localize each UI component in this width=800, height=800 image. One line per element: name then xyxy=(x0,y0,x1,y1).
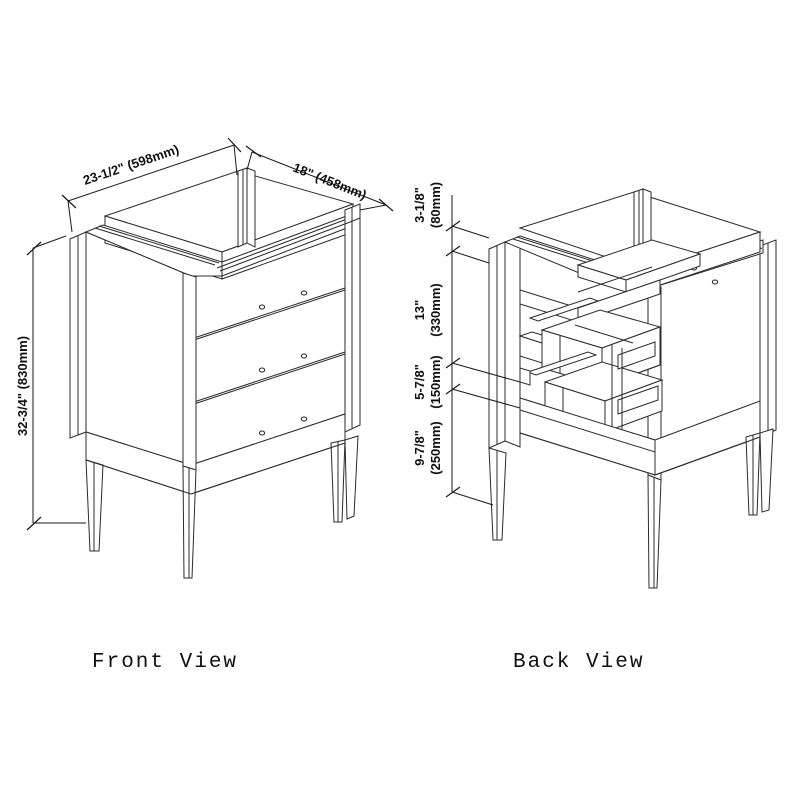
dim-stack-ext-2 xyxy=(451,250,490,264)
front-leg-front-right-side xyxy=(344,435,359,520)
dim-stack-4-imperial: 9-7/8" xyxy=(412,430,427,466)
dim-width-line xyxy=(67,144,235,202)
back-view-group xyxy=(488,188,777,589)
back-view-caption: Back View xyxy=(513,651,644,674)
back-panel-hole-lower xyxy=(711,279,719,285)
dim-width-ext-right xyxy=(233,144,238,176)
dim-stack-ext-4 xyxy=(451,388,521,409)
back-leg-right-side xyxy=(759,428,774,513)
dim-width-tick-left xyxy=(61,194,77,209)
front-drawer2-hole-left xyxy=(258,367,266,373)
back-apron-bottom-right xyxy=(654,436,761,476)
front-top-rail-line-1 xyxy=(94,227,216,266)
back-view-dimension-stack: 3-1/8" (80mm) 13" (330mm) 5-7/8" (150mm)… xyxy=(412,182,521,506)
front-drawer-divider-1 xyxy=(190,287,346,340)
dim-stack-3-imperial: 5-7/8" xyxy=(412,364,427,400)
back-rail-line-a xyxy=(577,266,653,293)
dim-stack-3-metric: (150mm) xyxy=(428,355,443,408)
dim-stack-2-metric: (330mm) xyxy=(428,283,443,336)
front-view-group xyxy=(69,167,361,579)
dim-height-ext-top xyxy=(32,235,67,249)
dim-depth-line xyxy=(251,151,387,206)
back-drawer2-rail-left xyxy=(519,367,531,386)
front-drawer-divider-1b xyxy=(190,289,346,342)
front-view-caption: Front View xyxy=(92,651,238,674)
dim-stack-ext-5 xyxy=(451,491,494,506)
dim-depth-ext-left xyxy=(246,151,253,171)
dim-height-tick-top xyxy=(26,241,42,256)
front-drawer3-hole-right xyxy=(300,416,308,422)
dim-depth-tick-left xyxy=(245,145,262,158)
dim-stack-1-imperial: 3-1/8" xyxy=(412,187,427,223)
dim-stack-ext-1 xyxy=(451,225,490,239)
front-top-rail-line-4 xyxy=(219,221,351,272)
dim-height-label: 32-3/4" (830mm) xyxy=(15,336,30,436)
front-drawer1-hole-right xyxy=(300,290,308,296)
front-left-corner-post xyxy=(182,272,197,471)
front-top-rail-line-3 xyxy=(216,218,348,269)
dim-stack-4-metric: (250mm) xyxy=(428,421,443,474)
front-drawer2-hole-right xyxy=(300,353,308,359)
front-apron-bottom-front xyxy=(190,442,346,495)
back-slide-rail-lower-right xyxy=(617,385,659,415)
back-drawer1-rail-top xyxy=(528,297,600,322)
dim-stack-1-metric: (80mm) xyxy=(428,182,443,228)
back-bottom-cross-rail xyxy=(519,397,656,453)
dim-width-ext-left xyxy=(67,200,73,233)
back-inner-shelf-side xyxy=(625,253,701,293)
back-left-panel-edge xyxy=(504,241,521,448)
dim-stack-2-imperial: 13" xyxy=(412,300,427,321)
dim-depth-ext-right xyxy=(359,204,387,211)
dim-stack-ext-3 xyxy=(451,362,521,383)
front-drawer1-hole-left xyxy=(258,304,266,310)
front-drawer-divider-2 xyxy=(190,351,346,404)
back-drawer1-handle-top xyxy=(518,331,543,344)
back-drawer1-edge-b xyxy=(574,324,634,344)
back-slide-rail-upper-right xyxy=(617,341,656,370)
front-center-stile-side xyxy=(246,167,256,248)
back-drawer2-rail-top xyxy=(526,351,598,376)
dim-width-label: 23-1/2" (598mm) xyxy=(81,142,181,188)
front-apron-bottom-left xyxy=(85,459,192,495)
front-top-rail-line-2 xyxy=(98,225,220,264)
front-drawer3-hole-left xyxy=(258,430,266,436)
back-apron-bottom-left xyxy=(519,432,656,476)
front-drawer-divider-2b xyxy=(190,353,346,406)
